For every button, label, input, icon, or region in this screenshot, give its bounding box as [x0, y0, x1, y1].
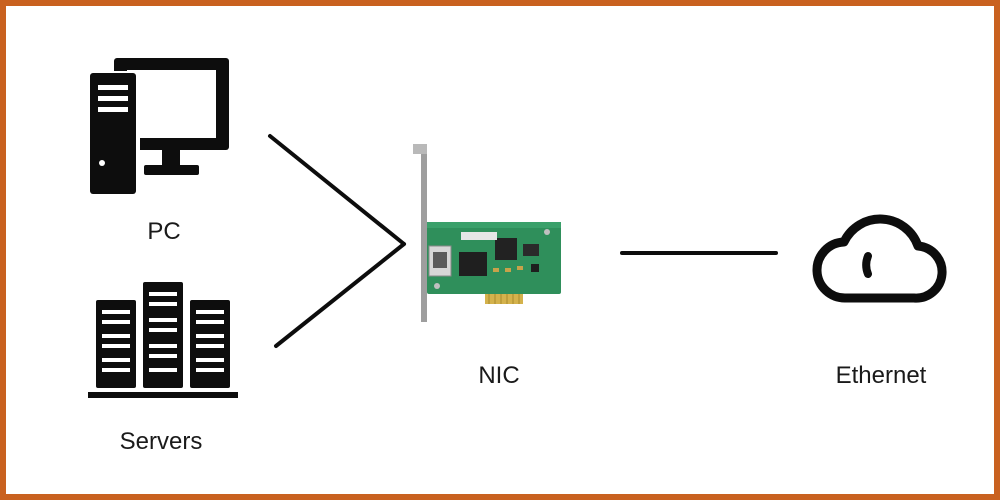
server-rack-icon: [88, 278, 238, 403]
cloud-icon: [806, 196, 956, 311]
network-interface-card-image: [401, 140, 571, 330]
nic-label: NIC: [478, 362, 520, 389]
connector-lines: [264, 126, 414, 356]
servers-to-nic-line: [274, 242, 406, 348]
servers-label: Servers: [119, 428, 203, 455]
pc-label: PC: [147, 218, 181, 245]
nic-to-ethernet-line: [616, 246, 786, 260]
ethernet-label: Ethernet: [835, 362, 927, 389]
desktop-computer-icon: [84, 51, 244, 201]
pc-to-nic-line: [268, 134, 406, 246]
